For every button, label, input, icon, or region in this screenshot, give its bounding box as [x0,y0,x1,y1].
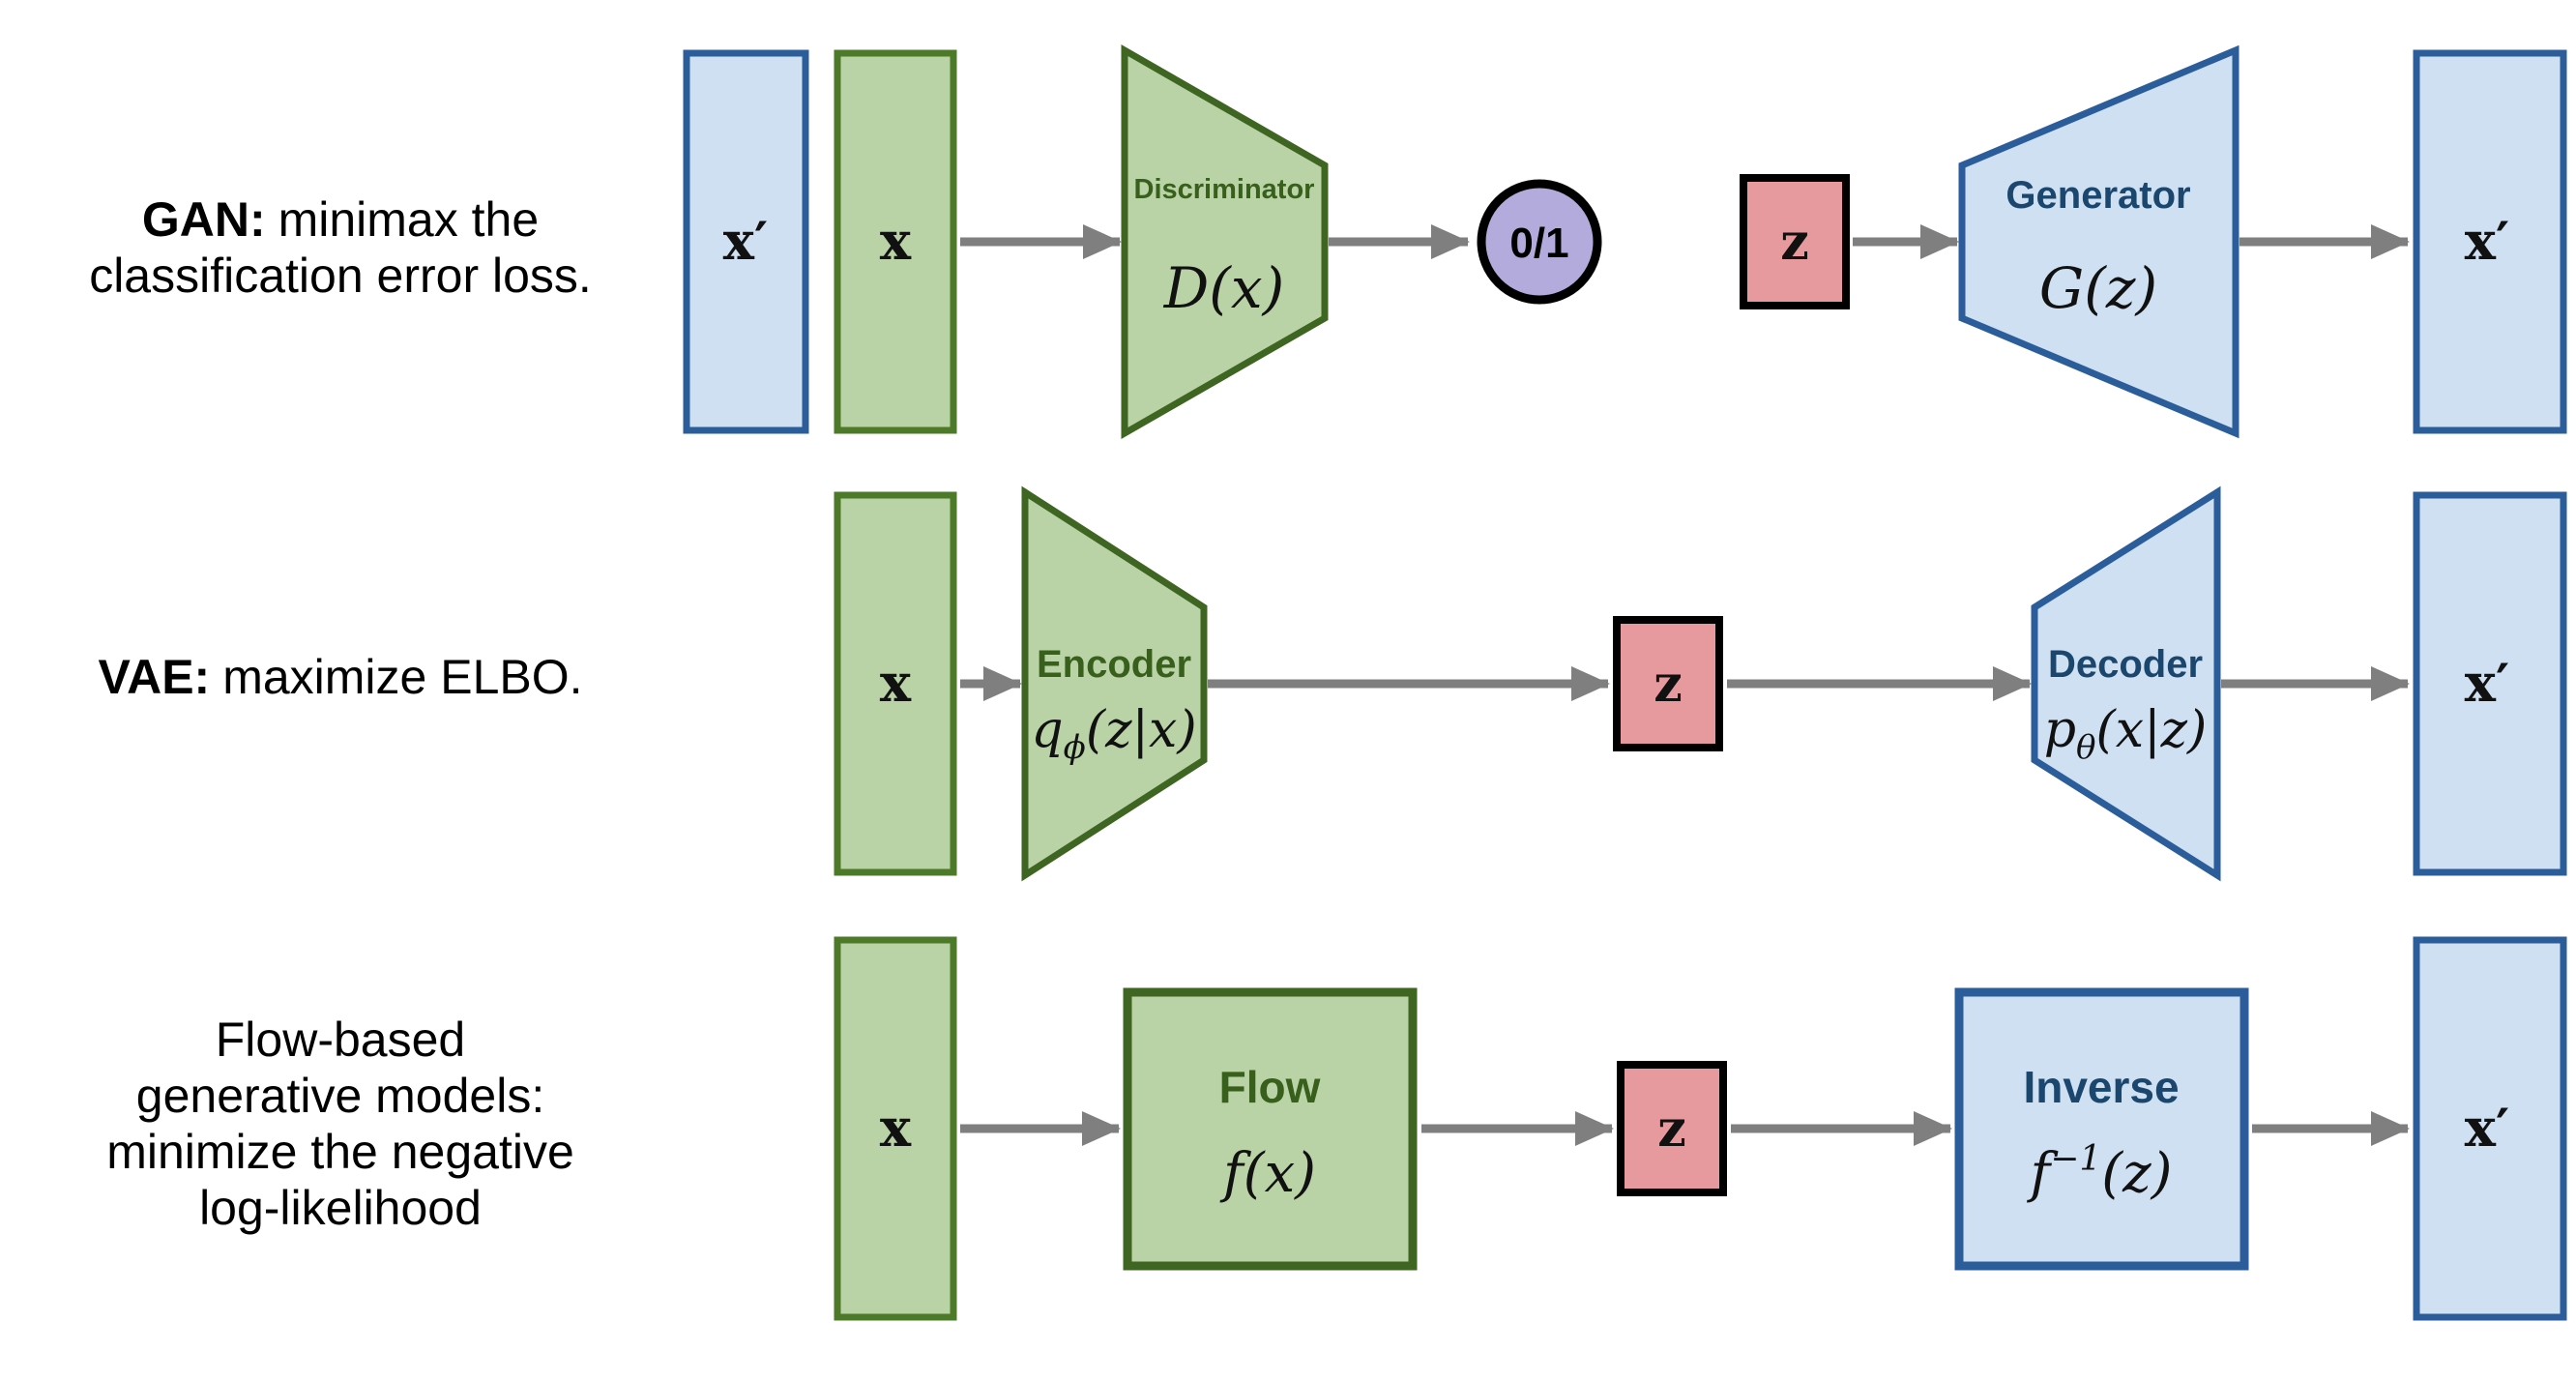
inverse-function-box [1954,987,2249,1271]
encoder-formula: qϕ(z|x) [1031,701,1196,767]
inverse-formula-args: (z) [2101,1142,2172,1205]
flow-function-box [1123,987,1418,1271]
vae-latent-z-box [1613,616,1723,751]
decoder-formula: pθ(x|z) [2044,701,2208,767]
gan-caption-line1: GAN:minimax the [142,192,539,247]
decoder-formula-args: (x|z) [2095,701,2207,759]
vae-caption-rest: maximize ELBO. [222,650,582,704]
flow-caption-line1: Flow-based [216,1013,465,1067]
encoder-formula-args: (z|x) [1086,701,1197,759]
flow-latent-z-box [1617,1061,1727,1196]
generator-title: Generator [2005,174,2190,217]
gan-caption-rest: minimax the [278,192,540,247]
vae-recon-label: x′ [2465,652,2509,714]
discriminator-trapezoid [1121,44,1329,440]
gan-caption-bold: GAN: [142,192,266,247]
flow-input-x-box [834,936,957,1321]
vae-input-x-box [834,491,957,876]
encoder-trapezoid [1021,485,1208,882]
gan-output-label: 0/1 [1509,220,1568,267]
gan-recon-label: x′ [2465,210,2509,272]
gan-output-circle [1477,179,1602,305]
row-gan: GAN:minimax the classification error los… [89,44,2567,440]
flow-input-x-label: x [880,1097,912,1159]
vae-input-x-label: x [880,652,912,714]
generator-trapezoid [1958,44,2239,439]
inverse-title: Inverse [2023,1062,2179,1112]
vae-latent-z-label: z [1654,655,1683,714]
decoder-title: Decoder [2048,643,2203,686]
gan-recon-left-box [683,49,809,434]
flow-caption-line4: log-likelihood [199,1181,482,1235]
row-vae: VAE:maximize ELBO. x Encoder qϕ(z|x) z D… [98,485,2567,882]
flow-recon-box [2413,936,2567,1321]
flow-formula: f(x) [1219,1142,1316,1205]
decoder-trapezoid [2031,485,2221,882]
vae-recon-box [2413,491,2567,876]
encoder-formula-sub: ϕ [1064,728,1086,767]
encoder-formula-base: q [1031,701,1063,759]
decoder-formula-base: p [2044,701,2076,759]
row-flow: Flow-based generative models: minimize t… [106,936,2567,1321]
gan-latent-z-box [1740,174,1850,309]
gan-caption-line2: classification error loss. [89,249,592,303]
vae-caption: VAE:maximize ELBO. [98,650,582,704]
gan-input-x-label: x [880,210,912,272]
flow-caption-line2: generative models: [136,1069,544,1123]
gan-input-x-box [834,49,957,434]
vae-caption-bold: VAE: [98,650,210,704]
encoder-title: Encoder [1037,643,1191,686]
discriminator-title: Discriminator [1134,174,1315,205]
generator-formula: G(z) [2039,255,2157,321]
flow-formula-args: (x) [1244,1142,1316,1205]
inverse-formula-sup: −1 [2050,1139,2101,1179]
flow-caption-line3: minimize the negative [106,1125,574,1179]
gan-recon-box [2413,49,2567,434]
flow-title: Flow [1219,1062,1321,1112]
gan-latent-z-label: z [1780,213,1809,272]
decoder-formula-sub: θ [2076,728,2095,767]
discriminator-formula: D(x) [1163,255,1284,321]
flow-recon-label: x′ [2465,1097,2509,1159]
gan-recon-left-label: x′ [723,210,768,272]
flow-latent-z-label: z [1657,1100,1686,1159]
